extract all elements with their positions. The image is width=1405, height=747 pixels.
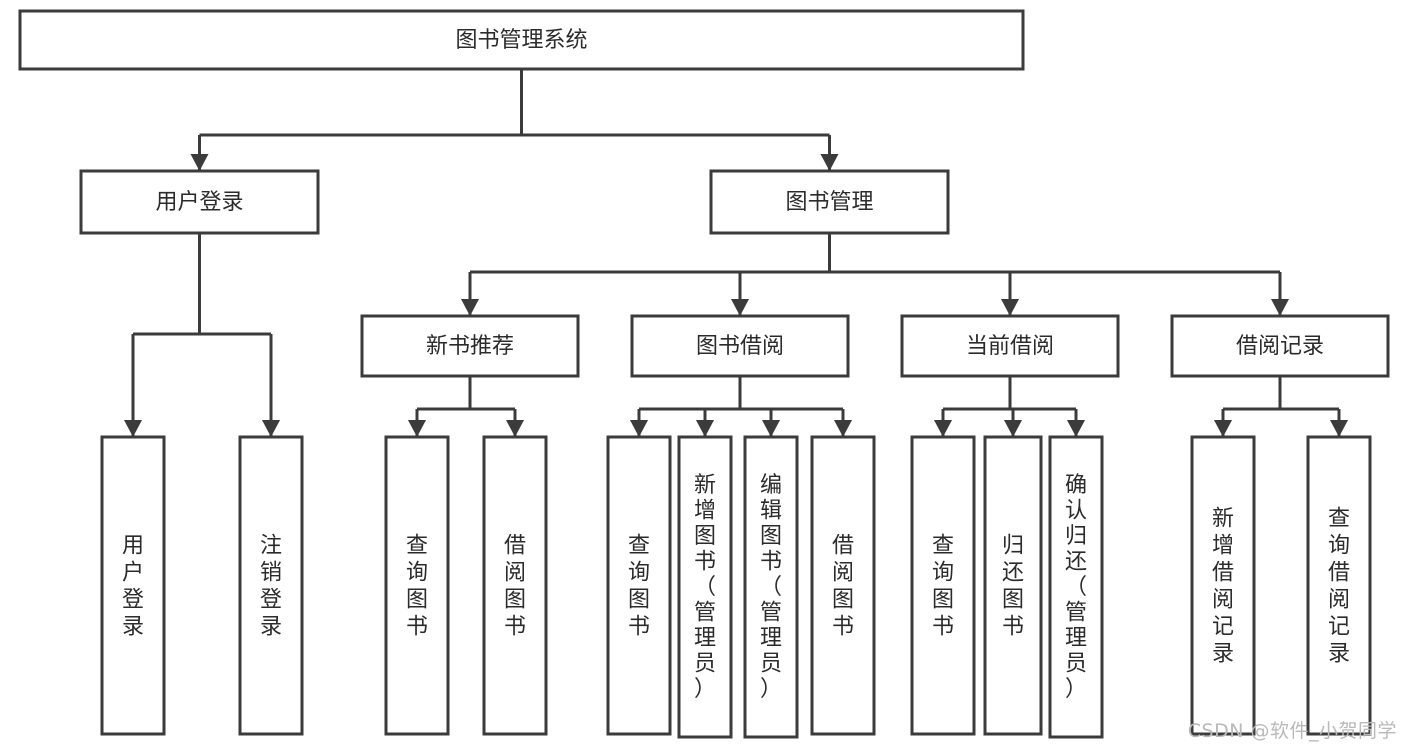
node-label: 新书推荐 <box>426 334 514 359</box>
node-leaf-edit-book[interactable]: 编辑图书（管理员） <box>743 435 799 739</box>
node-book-borrow[interactable]: 图书借阅 <box>630 314 850 378</box>
arrow-head-icon <box>1004 420 1022 437</box>
node-label: 查询借阅记录 <box>1328 507 1350 667</box>
edge-group-root <box>190 69 839 171</box>
arrow-head-icon <box>834 420 852 437</box>
node-leaf-borrow-book-1[interactable]: 借阅图书 <box>482 435 548 736</box>
arrow-head-icon <box>820 154 839 171</box>
arrow-head-icon <box>1067 420 1085 437</box>
arrow-head-icon <box>1001 299 1019 316</box>
edge-group-book-borrow <box>630 376 852 437</box>
arrow-head-icon <box>762 420 780 437</box>
node-leaf-return-book[interactable]: 归还图书 <box>983 435 1043 736</box>
node-leaf-query-record[interactable]: 查询借阅记录 <box>1306 435 1372 736</box>
arrow-head-icon <box>506 420 524 437</box>
node-leaf-add-book[interactable]: 新增图书（管理员） <box>677 435 733 739</box>
node-current-borrow[interactable]: 当前借阅 <box>900 314 1120 378</box>
node-borrow-record[interactable]: 借阅记录 <box>1170 314 1390 378</box>
node-new-book-rec[interactable]: 新书推荐 <box>360 314 580 378</box>
node-label: 确认归还（管理员） <box>1065 473 1087 702</box>
node-label: 注销登录 <box>260 534 282 640</box>
node-label: 用户登录 <box>122 534 144 640</box>
node-label: 查询图书 <box>628 534 650 640</box>
node-label: 新增借阅记录 <box>1212 507 1234 667</box>
node-label: 当前借阅 <box>966 334 1054 359</box>
node-leaf-query-book-2[interactable]: 查询图书 <box>606 435 672 736</box>
node-label: 借阅图书 <box>504 534 526 640</box>
node-leaf-query-book-3[interactable]: 查询图书 <box>910 435 976 736</box>
arrow-head-icon <box>731 299 749 316</box>
node-label: 编辑图书（管理员） <box>760 473 782 702</box>
node-leaf-add-record[interactable]: 新增借阅记录 <box>1190 435 1256 736</box>
arrow-head-icon <box>124 420 142 437</box>
node-label: 图书借阅 <box>696 334 784 359</box>
arrow-head-icon <box>1214 420 1232 437</box>
nodes-layer: 图书管理系统用户登录图书管理新书推荐图书借阅当前借阅借阅记录用户登录注销登录查询… <box>18 9 1390 739</box>
node-book-manage[interactable]: 图书管理 <box>709 169 950 235</box>
connectors-layer <box>124 69 1348 437</box>
node-leaf-borrow-book-2[interactable]: 借阅图书 <box>810 435 876 736</box>
arrow-head-icon <box>696 420 714 437</box>
arrow-head-icon <box>262 420 280 437</box>
node-label: 新增图书（管理员） <box>694 473 716 702</box>
node-leaf-user-login[interactable]: 用户登录 <box>100 435 166 736</box>
watermark-label: CSDN @软件_小贺同学 <box>1187 720 1397 742</box>
node-leaf-confirm-return[interactable]: 确认归还（管理员） <box>1048 435 1104 739</box>
node-label: 查询图书 <box>932 534 954 640</box>
edge-group-borrow-record <box>1214 376 1348 437</box>
node-root[interactable]: 图书管理系统 <box>18 9 1025 71</box>
node-label: 借阅图书 <box>832 534 854 640</box>
edge-group-current-borrow <box>934 376 1085 437</box>
node-leaf-user-logout[interactable]: 注销登录 <box>238 435 304 736</box>
node-label: 用户登录 <box>155 190 243 215</box>
node-leaf-query-book-1[interactable]: 查询图书 <box>384 435 450 736</box>
edge-group-user-login <box>124 233 280 437</box>
arrow-head-icon <box>1330 420 1348 437</box>
arrow-head-icon <box>408 420 426 437</box>
edge-group-new-book-rec <box>408 376 524 437</box>
node-label: 图书管理 <box>785 190 873 215</box>
arrow-head-icon <box>190 154 209 171</box>
node-label: 归还图书 <box>1002 534 1024 640</box>
arrow-head-icon <box>1271 299 1289 316</box>
edge-group-book-manage <box>461 233 1289 316</box>
arrow-head-icon <box>934 420 952 437</box>
node-user-login[interactable]: 用户登录 <box>79 169 320 235</box>
node-label: 图书管理系统 <box>455 28 587 53</box>
node-label: 查询图书 <box>406 534 428 640</box>
arrow-head-icon <box>630 420 648 437</box>
node-label: 借阅记录 <box>1236 334 1324 359</box>
arrow-head-icon <box>461 299 479 316</box>
